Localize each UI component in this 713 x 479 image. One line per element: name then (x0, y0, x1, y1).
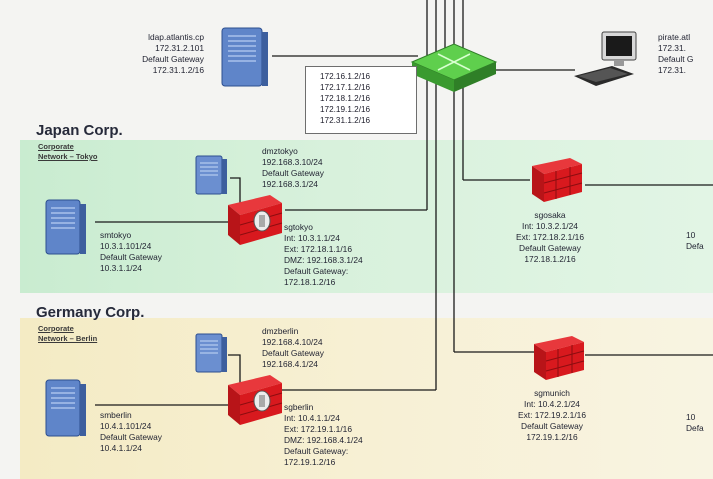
sgosaka-ext: Ext: 172.18.2.1/16 (516, 232, 584, 242)
dmzberlin-gateway: 192.168.4.1/24 (262, 359, 318, 369)
sgmunich-ext: Ext: 172.19.2.1/16 (518, 410, 586, 420)
smberlin-ip: 10.4.1.101/24 (100, 421, 152, 431)
dmztokyo-gateway-label: Default Gateway (262, 168, 324, 178)
berlin-network-label-line: Corporate (38, 324, 74, 333)
tokyo-network-label-line: Corporate (38, 142, 74, 151)
router-subnet: 172.19.1.2/16 (320, 105, 371, 114)
osaka-right-edge-info: 10 Defa (686, 230, 704, 252)
sgosaka-gateway-label: Default Gateway (519, 243, 581, 253)
dmztokyo-ip: 192.168.3.10/24 (262, 157, 323, 167)
germany-corp-title: Germany Corp. (36, 304, 145, 321)
right-edge-text: 10 (686, 230, 696, 240)
dmztokyo-info: dmztokyo 192.168.3.10/24 Default Gateway… (262, 146, 324, 190)
dmztokyo-gateway: 192.168.3.1/24 (262, 179, 318, 189)
smtokyo-gateway-label: Default Gateway (100, 252, 162, 262)
sgberlin-firewall-icon[interactable] (226, 373, 286, 427)
dmztokyo-server-icon[interactable] (192, 152, 232, 198)
tokyo-network-label: Corporate Network – Tokyo (38, 142, 97, 162)
ldap-info: ldap.atlantis.cp 172.31.2.101 Default Ga… (96, 32, 204, 76)
ldap-hostname: ldap.atlantis.cp (148, 32, 204, 42)
smberlin-info: smberlin 10.4.1.101/24 Default Gateway 1… (100, 410, 162, 454)
dmzberlin-info: dmzberlin 192.168.4.10/24 Default Gatewa… (262, 326, 324, 370)
smtokyo-server-icon[interactable] (42, 196, 92, 258)
smtokyo-gateway: 10.3.1.1/24 (100, 263, 142, 273)
ldap-ip: 172.31.2.101 (155, 43, 204, 53)
smtokyo-ip: 10.3.1.101/24 (100, 241, 152, 251)
smberlin-hostname: smberlin (100, 410, 132, 420)
sgmunich-gateway: 172.19.1.2/16 (526, 432, 578, 442)
sgtokyo-firewall-icon[interactable] (226, 193, 286, 247)
sgtokyo-info: sgtokyo Int: 10.3.1.1/24 Ext: 172.18.1.1… (284, 222, 363, 288)
sgtokyo-dmz: DMZ: 192.168.3.1/24 (284, 255, 363, 265)
smberlin-gateway: 10.4.1.1/24 (100, 443, 142, 453)
sgberlin-info: sgberlin Int: 10.4.1.1/24 Ext: 172.19.1.… (284, 402, 363, 468)
smberlin-gateway-label: Default Gateway (100, 432, 162, 442)
sgosaka-info: sgosaka Int: 10.3.2.1/24 Ext: 172.18.2.1… (490, 210, 610, 265)
pirate-workstation-icon[interactable] (572, 30, 648, 90)
right-edge-text: 10 (686, 412, 696, 422)
dmztokyo-hostname: dmztokyo (262, 146, 298, 156)
sgtokyo-gateway-label: Default Gateway: (284, 266, 349, 276)
tokyo-network-label-line: Network – Tokyo (38, 152, 98, 161)
smtokyo-info: smtokyo 10.3.1.101/24 Default Gateway 10… (100, 230, 162, 274)
dmzberlin-server-icon[interactable] (192, 330, 232, 376)
router-subnet: 172.31.1.2/16 (320, 116, 371, 125)
pirate-gateway-label: Default G (658, 54, 694, 64)
sgosaka-gateway: 172.18.1.2/16 (524, 254, 576, 264)
berlin-network-label-line: Network – Berlin (38, 334, 98, 343)
sgtokyo-ext: Ext: 172.18.1.1/16 (284, 244, 352, 254)
pirate-ip: 172.31. (658, 43, 686, 53)
sgosaka-firewall-icon[interactable] (530, 156, 586, 204)
sgberlin-gateway: 172.19.1.2/16 (284, 457, 336, 467)
sgmunich-gateway-label: Default Gateway (521, 421, 583, 431)
dmzberlin-ip: 192.168.4.10/24 (262, 337, 323, 347)
right-edge-text: Defa (686, 241, 704, 251)
germany-network-zone (20, 318, 713, 479)
dmzberlin-link (228, 354, 241, 385)
japan-corp-title: Japan Corp. (36, 122, 123, 139)
sgosaka-hostname: sgosaka (534, 210, 566, 220)
sgmunich-int: Int: 10.4.2.1/24 (524, 399, 580, 409)
dmztokyo-link (230, 177, 241, 210)
sgmunich-hostname: sgmunich (534, 388, 570, 398)
sgtokyo-gateway: 172.18.1.2/16 (284, 277, 336, 287)
munich-right-edge-info: 10 Defa (686, 412, 704, 434)
router-subnet: 172.16.1.2/16 (320, 72, 371, 81)
smtokyo-hostname: smtokyo (100, 230, 132, 240)
sgmunich-info: sgmunich Int: 10.4.2.1/24 Ext: 172.19.2.… (492, 388, 612, 443)
pirate-info: pirate.atl 172.31. Default G 172.31. (658, 32, 693, 76)
sgberlin-gateway-label: Default Gateway: (284, 446, 349, 456)
right-edge-text: Defa (686, 423, 704, 433)
dmzberlin-hostname: dmzberlin (262, 326, 299, 336)
ldap-gateway-label: Default Gateway (142, 54, 204, 64)
router-icon[interactable] (408, 40, 500, 96)
router-subnet: 172.17.1.2/16 (320, 83, 371, 92)
sgberlin-dmz: DMZ: 192.168.4.1/24 (284, 435, 363, 445)
sgosaka-int: Int: 10.3.2.1/24 (522, 221, 578, 231)
japan-network-zone (20, 140, 713, 293)
router-subnet: 172.18.1.2/16 (320, 94, 371, 103)
sgmunich-firewall-icon[interactable] (532, 334, 588, 382)
ldap-server-icon[interactable] (218, 22, 270, 90)
pirate-hostname: pirate.atl (658, 32, 691, 42)
router-subnet-list: 172.16.1.2/16 172.17.1.2/16 172.18.1.2/1… (305, 66, 417, 134)
berlin-network-label: Corporate Network – Berlin (38, 324, 97, 344)
pirate-gateway: 172.31. (658, 65, 686, 75)
sgtokyo-hostname: sgtokyo (284, 222, 313, 232)
sgberlin-hostname: sgberlin (284, 402, 314, 412)
sgtokyo-int: Int: 10.3.1.1/24 (284, 233, 340, 243)
ldap-gateway: 172.31.1.2/16 (152, 65, 204, 75)
dmzberlin-gateway-label: Default Gateway (262, 348, 324, 358)
sgberlin-ext: Ext: 172.19.1.1/16 (284, 424, 352, 434)
sgberlin-int: Int: 10.4.1.1/24 (284, 413, 340, 423)
smberlin-server-icon[interactable] (42, 376, 92, 440)
